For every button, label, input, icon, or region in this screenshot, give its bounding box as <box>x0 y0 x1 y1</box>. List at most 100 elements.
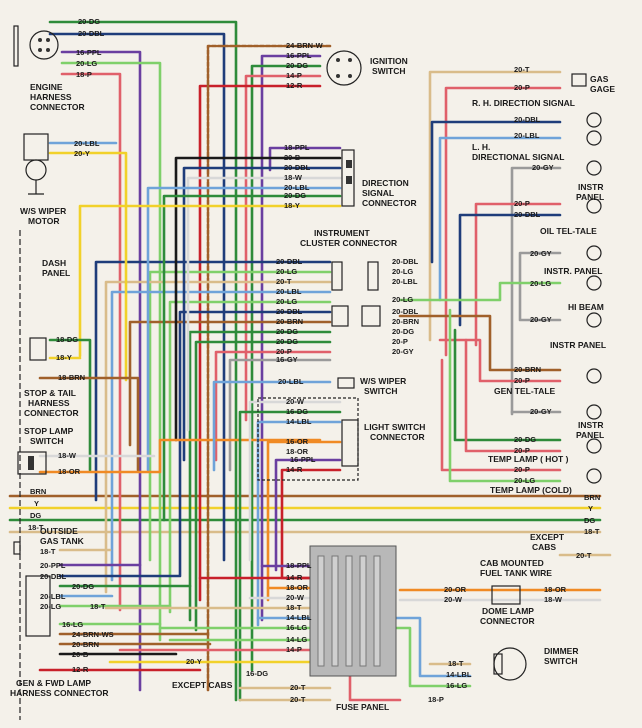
label-dash-panel-1: DASH <box>42 258 66 268</box>
label-temp-lamp-cold: TEMP LAMP (COLD) <box>490 485 572 495</box>
wire-label: 14-LBL <box>286 613 312 622</box>
gen-fwd-lamp-connector-symbol <box>13 541 51 637</box>
wire-ds-w <box>186 176 342 432</box>
label-direction-signal-2: SIGNAL <box>362 188 394 198</box>
label-except-cabs-1b: CABS <box>532 542 556 552</box>
label-instr-panel-1a: INSTR <box>578 182 604 192</box>
label-stop-lamp-switch-2: SWITCH <box>30 436 64 446</box>
wire-label: 18-Y <box>284 201 300 210</box>
wire-ic-gy <box>228 358 332 472</box>
wire-right-dg <box>453 328 562 442</box>
label-gen-fwd-lamp-2: HARNESS CONNECTOR <box>10 688 109 698</box>
wire-ds-b <box>174 156 342 442</box>
label-stop-tail-3: CONNECTOR <box>24 408 79 418</box>
wire-label: 20-LBL <box>284 183 310 192</box>
wire-label: 20-DBL <box>40 572 67 581</box>
wire-ign-p <box>244 74 322 422</box>
wire-p-top <box>60 72 122 612</box>
label-oil-tel-tale: OIL TEL-TALE <box>540 226 597 236</box>
wire-label: 20-DBL <box>514 210 541 219</box>
label-instr-panel-2: INSTR. PANEL <box>544 266 602 276</box>
stop-lamp-switch-symbol <box>17 451 47 475</box>
label-stop-lamp-switch-1: STOP LAMP <box>24 426 74 436</box>
stop-tail-symbol <box>29 337 47 361</box>
wire-label: 20-LG <box>392 295 413 304</box>
wire-label: 20-T <box>576 551 592 560</box>
wire-ds-ppl <box>268 146 342 172</box>
light-switch-symbol <box>257 397 359 481</box>
wire-ic-p <box>214 350 332 462</box>
wire-label: 18-OR <box>544 585 567 594</box>
wire-label: 20-BRN <box>276 317 303 326</box>
wire-label: 20-DBL <box>392 307 419 316</box>
wire-label: 16-GY <box>276 355 298 364</box>
wire-label: 20-P <box>392 337 408 346</box>
wire-label: 18-BRN <box>58 373 85 382</box>
wire-label: 20-GY <box>392 347 414 356</box>
wire-label: 20-LBL <box>74 139 100 148</box>
wire-label: DG <box>584 516 595 525</box>
wire-label: 14-P <box>286 645 302 654</box>
wire-ign-r <box>198 84 322 602</box>
ws-wiper-switch-symbol <box>337 377 355 389</box>
wire-right-gy <box>510 166 562 416</box>
wire-label: 20-T <box>290 683 306 692</box>
label-lh-direction-1: L. H. <box>472 142 490 152</box>
wire-right-p5 <box>440 358 562 472</box>
wire-label: 20-Y <box>74 149 90 158</box>
component-labels: ENGINE HARNESS CONNECTOR IGNITION SWITCH… <box>10 56 615 712</box>
wire-label: 18-P <box>76 70 92 79</box>
dome-lamp-connector-symbol <box>491 585 521 605</box>
label-fuse-panel: FUSE PANEL <box>336 702 389 712</box>
label-except-cabs-2: EXCEPT CABS <box>172 680 233 690</box>
wire-ic-lg <box>148 270 332 562</box>
wire-label: 14-LBL <box>446 670 472 679</box>
wire-label: 14-LBL <box>286 417 312 426</box>
label-cab-mounted-2: FUEL TANK WIRE <box>480 568 552 578</box>
wire-label: 18-T <box>584 527 600 536</box>
wire-label: 18-Y <box>56 353 72 362</box>
ws-wiper-motor-symbol <box>23 133 49 195</box>
wire-label: 20-W <box>444 595 463 604</box>
label-ws-wiper-motor-2: MOTOR <box>28 216 59 226</box>
label-instr-panel-3: INSTR PANEL <box>550 340 606 350</box>
wire-label: 20-BRN <box>514 365 541 374</box>
wire-ic-dg2 <box>194 340 332 632</box>
wire-ic-lg2 <box>168 300 332 614</box>
label-rh-direction: R. H. DIRECTION SIGNAL <box>472 98 575 108</box>
wire-label: 20-BRN <box>392 317 419 326</box>
wire-ic-dbl2 <box>178 310 332 577</box>
wire-label: 20-DBL <box>78 29 105 38</box>
wire-label: 20-GY <box>530 249 552 258</box>
wire-label: 20-P <box>514 376 530 385</box>
wire-label: 18-T <box>40 547 56 556</box>
label-dimmer-2: SWITCH <box>544 656 578 666</box>
label-stop-tail-1: STOP & TAIL <box>24 388 76 398</box>
instrument-cluster-connector-symbol <box>331 261 381 327</box>
wire-label: 16-LG <box>62 620 83 629</box>
label-instrument-cluster-1: INSTRUMENT <box>314 228 371 238</box>
wire-label: 16-LG <box>446 681 467 690</box>
wire-label: 20-DG <box>514 435 536 444</box>
wire-label: 20-T <box>276 277 292 286</box>
wire-right-p4 <box>464 338 562 453</box>
wire-label: 18-PPL <box>286 561 312 570</box>
wire-label: 20-DBL <box>276 307 303 316</box>
wire-label: 20-LBL <box>278 377 304 386</box>
dimmer-switch-symbol <box>493 647 527 681</box>
wire-label: 14-R <box>286 573 303 582</box>
wire-label: 20-P <box>514 465 530 474</box>
wire-label: 14-LG <box>286 635 307 644</box>
wire-label: 20-LG <box>530 279 551 288</box>
wire-label: 20-PPL <box>40 561 66 570</box>
wire-label: 18-DG <box>56 335 78 344</box>
wire-routes <box>8 20 612 702</box>
lamp-bulbs <box>586 112 602 484</box>
wire-label: 20-LG <box>40 602 61 611</box>
label-engine-harness-3: CONNECTOR <box>30 102 85 112</box>
ignition-switch-symbol <box>326 50 362 86</box>
label-hi-beam: HI BEAM <box>568 302 604 312</box>
wire-label: 16-LG <box>286 623 307 632</box>
wire-stop-brn <box>38 376 140 472</box>
wire-label: 24-BRN-W <box>286 41 324 50</box>
